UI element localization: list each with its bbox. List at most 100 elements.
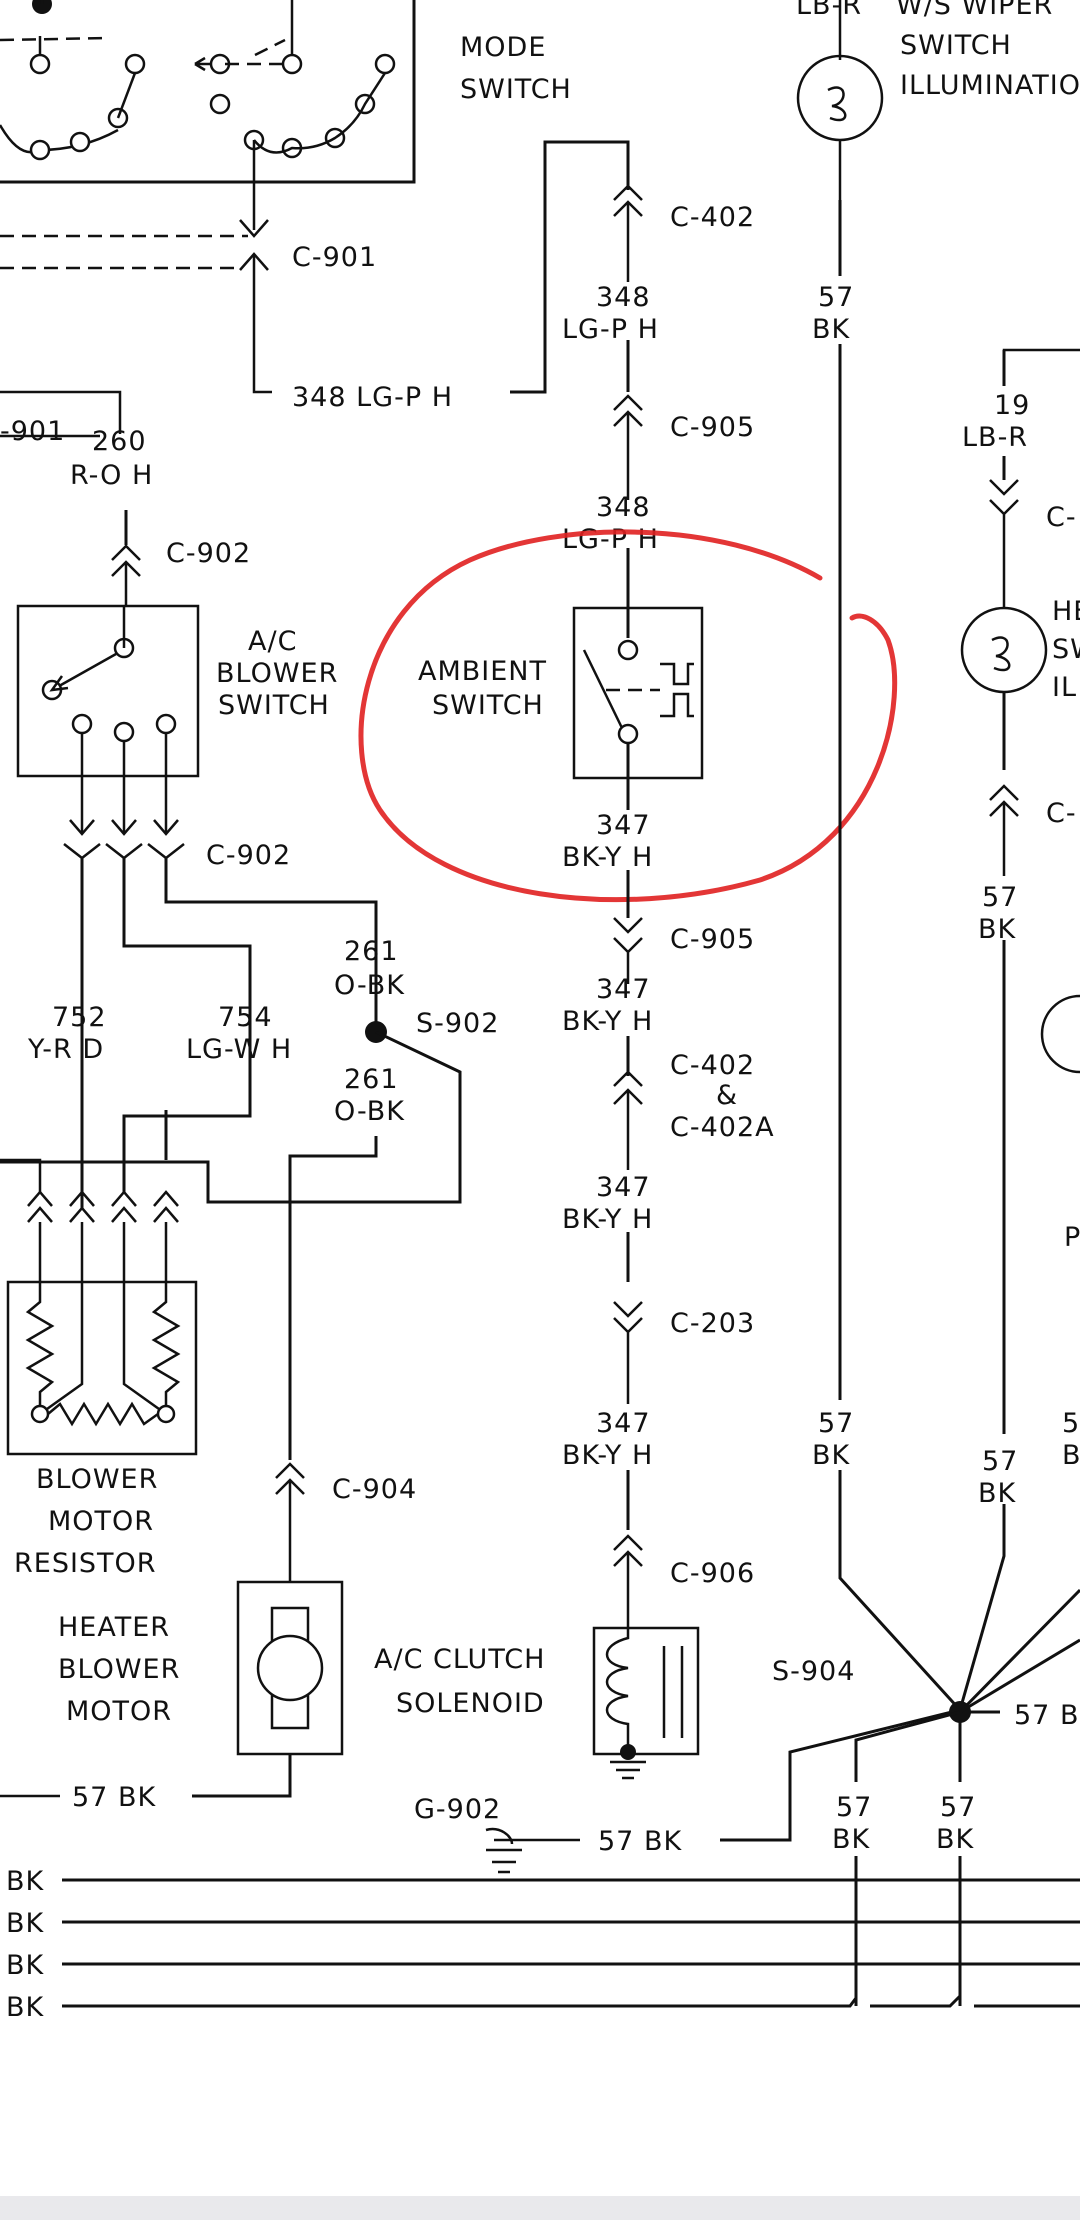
wire-57-number: 57 [982, 882, 1018, 913]
partial-label-sw: SW [1052, 634, 1080, 665]
connector-c402a-label: C-402A [670, 1112, 775, 1143]
wire-261-color: O-BK [334, 970, 405, 1001]
ac-clutch-solenoid [592, 1626, 700, 1780]
mode-switch-label: MODE [460, 32, 546, 63]
wire-347-color: BK-Y H [562, 1006, 653, 1037]
partial-label-p: P [1064, 1222, 1080, 1253]
wire-57-number: 57 [940, 1792, 976, 1823]
connector-c901-label: C-901 [292, 242, 377, 273]
connector-c906-label: C-906 [670, 1558, 755, 1589]
wire-261-number: 261 [344, 936, 399, 967]
blower-motor-resistor-label: RESISTOR [14, 1548, 157, 1579]
wire-19-number: 19 [994, 390, 1030, 421]
ambient-switch [572, 548, 704, 810]
wire-348-color: LG-P H [562, 524, 659, 555]
blower-motor-resistor-label: BLOWER [36, 1464, 158, 1495]
wire-57-number: 57 [818, 1408, 854, 1439]
wire-752-number: 752 [52, 1002, 107, 1033]
lbr-illumination-circuit [958, 348, 1080, 1711]
connector-partial-label: C- [1046, 502, 1077, 533]
partial-label-il: IL [1052, 672, 1077, 703]
ac-blower-switch-label: SWITCH [218, 690, 330, 721]
connector-c402-label: C-402 [670, 1050, 755, 1081]
ac-blower-switch-label: A/C [248, 626, 297, 657]
wiper-switch-label: ILLUMINATION [900, 70, 1080, 101]
connector-c402-amp: & [716, 1080, 738, 1111]
connector-c901 [0, 219, 272, 394]
heater-blower-motor-label: MOTOR [66, 1696, 172, 1727]
connector-c904-label: C-904 [332, 1474, 417, 1505]
wiper-switch-illumination [796, 0, 962, 1712]
wire-347 [613, 870, 643, 1628]
bk-bus-lines [62, 1856, 1080, 2008]
connector-c203-label: C-203 [670, 1308, 755, 1339]
bk-bus-label: BK [6, 1950, 45, 1981]
wire-347-number: 347 [596, 1408, 651, 1439]
wire-57-color: BK [978, 1478, 1017, 1509]
mode-switch [0, 0, 416, 230]
wire-347-color: BK-Y H [562, 842, 653, 873]
wire-347-color: BK-Y H [562, 1204, 653, 1235]
splice-s902-label: S-902 [416, 1008, 499, 1039]
wire-348-number: 348 [596, 282, 651, 313]
wire-57-number: 57 [818, 282, 854, 313]
blower-motor-resistor [0, 1158, 198, 1456]
bottom-bar [0, 2196, 1080, 2220]
wire-754-number: 754 [218, 1002, 273, 1033]
ambient-switch-label: AMBIENT [418, 656, 547, 687]
wire-752-color: Y-R D [27, 1034, 104, 1065]
ac-clutch-solenoid-label: SOLENOID [396, 1688, 545, 1719]
wire-260-color: R-O H [70, 460, 153, 491]
wiper-switch-label: W/S WIPER [896, 0, 1053, 21]
wire-261-number: 261 [344, 1064, 399, 1095]
connector-c902-label: C-902 [206, 840, 291, 871]
connector-c402-label: C-402 [670, 202, 755, 233]
wire-57-inline-label: 57 BK [72, 1782, 156, 1813]
heater-blower-motor [192, 1292, 344, 1798]
bk-bus-label: BK [6, 1992, 45, 2023]
heater-blower-motor-label: HEATER [58, 1612, 170, 1643]
wire-lbr-label: LB-R [796, 0, 862, 21]
wire-260-number: 260 [92, 426, 147, 457]
bk-bus-label: BK [6, 1908, 45, 1939]
mode-switch-label: SWITCH [460, 74, 572, 105]
ambient-switch-label: SWITCH [432, 690, 544, 721]
wire-261-color: O-BK [334, 1096, 405, 1127]
splice-s904-label: S-904 [772, 1656, 855, 1687]
splice-s904 [854, 1588, 1080, 1782]
connector-partial-label: C- [1046, 798, 1077, 829]
wiper-switch-label: SWITCH [900, 30, 1012, 61]
ground-g902 [485, 1708, 961, 1874]
wire-754-color: LG-W H [186, 1034, 292, 1065]
bk-bus-label: BK [6, 1866, 45, 1897]
connector-c905-label: C-905 [670, 412, 755, 443]
wire-57-partial: 57 B [1014, 1700, 1079, 1731]
connector-c902-label: C-902 [166, 538, 251, 569]
wire-57-color: BK [936, 1824, 975, 1855]
wire-57-number: 57 [982, 1446, 1018, 1477]
wire-57-inline-label: 57 BK [598, 1826, 682, 1857]
wire-347-number: 347 [596, 1172, 651, 1203]
blower-switch-wires [0, 858, 462, 1460]
wire-57-color: BK [978, 914, 1017, 945]
wire-347-color: BK-Y H [562, 1440, 653, 1471]
wire-348-number: 348 [596, 492, 651, 523]
highlight-circle [358, 529, 898, 903]
wire-57-color: BK [812, 314, 851, 345]
wire-348-color: LG-P H [562, 314, 659, 345]
wire-57-number: 57 [836, 1792, 872, 1823]
heater-blower-motor-label: BLOWER [58, 1654, 180, 1685]
wire-348 [510, 140, 643, 500]
wire-347-number: 347 [596, 810, 651, 841]
wire-57-color: BK [832, 1824, 871, 1855]
wire-57-color: BK [812, 1440, 851, 1471]
wire-347-number: 347 [596, 974, 651, 1005]
blower-motor-resistor-label: MOTOR [48, 1506, 154, 1537]
wire-901-partial: -901 [0, 416, 65, 447]
ac-clutch-solenoid-label: A/C CLUTCH [374, 1644, 545, 1675]
connector-c905-label: C-905 [670, 924, 755, 955]
partial-label-5: 5 [1062, 1408, 1080, 1439]
ac-blower-switch-label: BLOWER [216, 658, 338, 689]
partial-label-he: HE [1052, 596, 1080, 627]
